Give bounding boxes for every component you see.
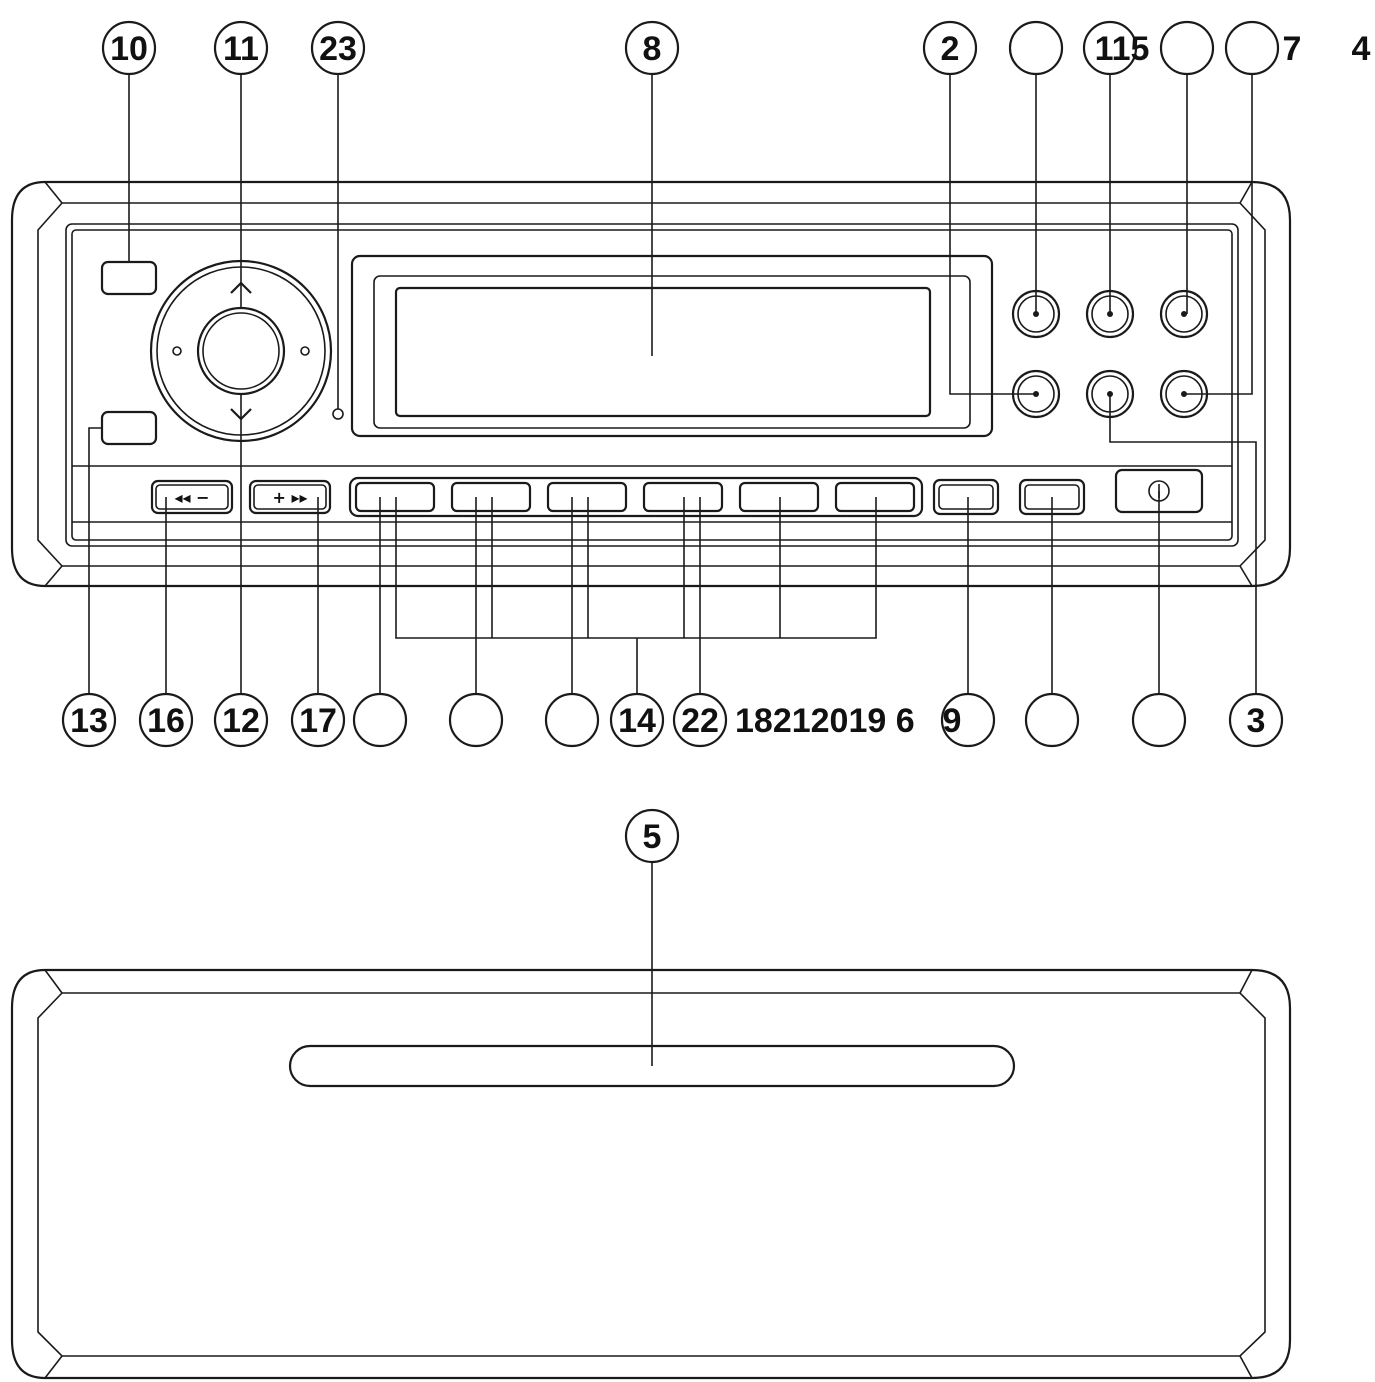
- cd-chassis: [10, 968, 1292, 1380]
- svg-text:10: 10: [110, 30, 148, 68]
- lcd-display: [350, 254, 994, 438]
- callout-23: 23: [310, 20, 366, 76]
- callout-blank-1: [1008, 20, 1064, 76]
- callout-12: 12: [213, 692, 269, 748]
- callout-blank-b5: [1131, 692, 1187, 748]
- callout-blank-7: [1224, 20, 1280, 76]
- callout-3: 3: [1228, 692, 1284, 748]
- callout-17: 17: [290, 692, 346, 748]
- preset-button-1[interactable]: [354, 481, 436, 513]
- callout-10: 10: [101, 20, 157, 76]
- callout-blank-5: [1159, 20, 1215, 76]
- svg-text:13: 13: [70, 702, 108, 740]
- svg-text:23: 23: [319, 30, 357, 68]
- svg-text:8: 8: [643, 30, 662, 68]
- function-button-a[interactable]: [932, 478, 1000, 516]
- svg-text:12: 12: [222, 702, 260, 740]
- svg-text:9: 9: [943, 702, 962, 740]
- preset-button-4[interactable]: [642, 481, 724, 513]
- svg-text:22: 22: [681, 702, 719, 740]
- callout-8: 8: [624, 20, 680, 76]
- seek-forward-button[interactable]: + ▸▸: [248, 479, 332, 515]
- callout-4: 4: [1352, 30, 1371, 68]
- top-callouts: 10 11 23 8 2 115 7 4: [101, 20, 1371, 76]
- callout-16: 16: [138, 692, 194, 748]
- preset-button-6[interactable]: [834, 481, 916, 513]
- callout-blank-b4: [1024, 692, 1080, 748]
- callout-blank-b1: [352, 692, 408, 748]
- cd-slot[interactable]: [288, 1044, 1016, 1088]
- callout-row-18-21-20-19-6: 18212019 6: [735, 702, 915, 740]
- preset-button-5[interactable]: [738, 481, 820, 513]
- svg-text:14: 14: [618, 702, 656, 740]
- svg-text:5: 5: [643, 818, 662, 856]
- callout-115: 115: [1082, 20, 1150, 76]
- preset-button-bar: [348, 476, 924, 518]
- seek-back-button[interactable]: ◂◂ −: [150, 479, 234, 515]
- callout-11: 11: [213, 20, 269, 76]
- callout-5: 5: [624, 808, 680, 864]
- callout-2: 2: [922, 20, 978, 76]
- reset-pinhole[interactable]: [332, 408, 344, 420]
- preset-button-3[interactable]: [546, 481, 628, 513]
- rewind-icon: ◂◂ −: [174, 488, 209, 507]
- bottom-left-button[interactable]: [100, 410, 158, 446]
- front-panel: [10, 180, 1292, 588]
- preset-button-2[interactable]: [450, 481, 532, 513]
- svg-text:17: 17: [299, 702, 337, 740]
- callout-14: 14: [609, 692, 665, 748]
- svg-text:11: 11: [223, 30, 259, 68]
- leader-lines: [88, 72, 1257, 1066]
- right-round-buttons: [1011, 289, 1209, 419]
- callout-9: 9: [940, 692, 996, 748]
- bottom-callouts: 13 16 12 17 14 22 18212019 6 9 3: [61, 692, 1284, 748]
- callout-13: 13: [61, 692, 117, 748]
- svg-text:16: 16: [147, 702, 185, 740]
- callout-7: 7: [1283, 30, 1302, 68]
- callout-22: 22: [672, 692, 728, 748]
- round-button-3[interactable]: [1159, 289, 1209, 339]
- callout-blank-b3: [544, 692, 600, 748]
- callout-blank-b2: [448, 692, 504, 748]
- top-left-button[interactable]: [100, 260, 158, 296]
- fast-forward-icon: + ▸▸: [272, 488, 307, 507]
- svg-text:2: 2: [941, 30, 960, 68]
- svg-text:3: 3: [1247, 702, 1266, 740]
- svg-text:115: 115: [1095, 30, 1150, 68]
